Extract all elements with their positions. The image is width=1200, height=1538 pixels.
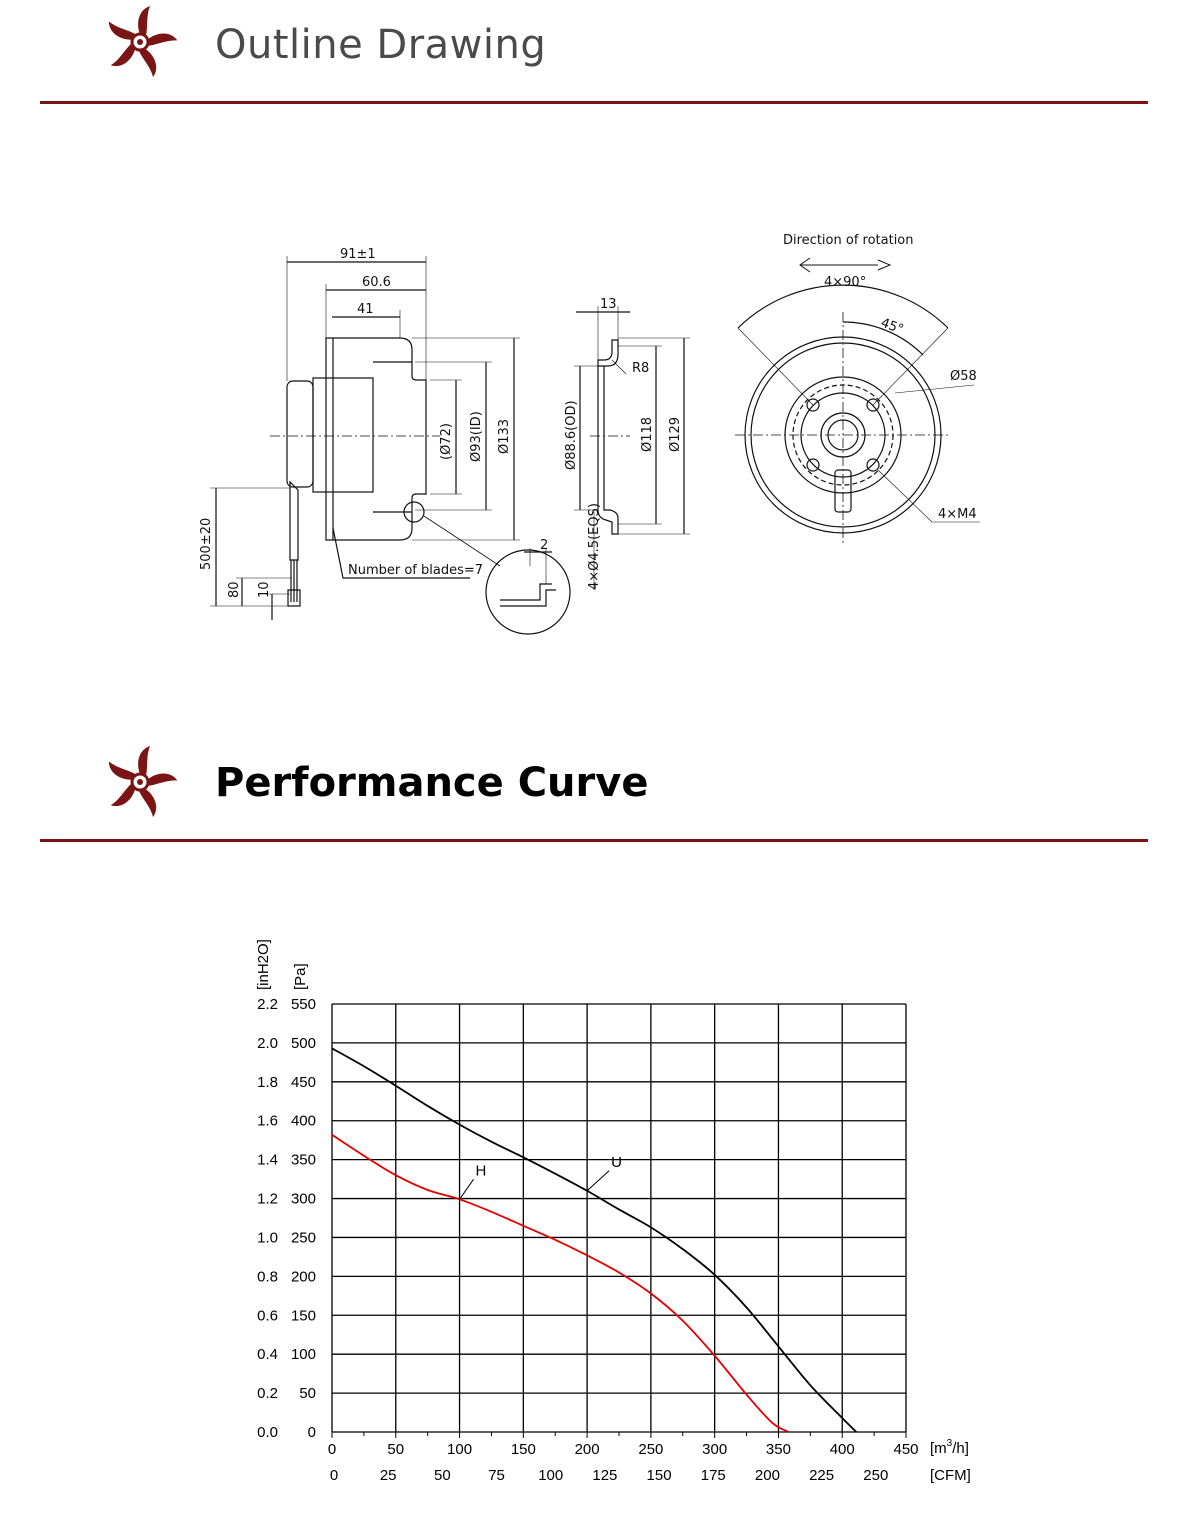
chart-series: UH (331, 1047, 857, 1433)
x-tick-label-cfm: 25 (380, 1467, 397, 1484)
fan-logo-icon (108, 746, 178, 818)
dim-41: 41 (357, 302, 374, 317)
y-tick-label-inh2o: 0.6 (257, 1307, 278, 1324)
x-tick-label-cfm: 100 (538, 1467, 563, 1484)
y-tick-label-pa: 100 (291, 1346, 316, 1363)
performance-divider (40, 839, 1148, 842)
dim-d133: Ø133 (497, 419, 512, 454)
blades-label: Number of blades=7 (348, 563, 483, 578)
x-tick-label-m3h: 300 (702, 1441, 727, 1458)
y-tick-label-inh2o: 0.2 (257, 1385, 278, 1402)
y-tick-label-inh2o: 2.2 (257, 996, 278, 1013)
screws-label: 4×M4 (938, 507, 977, 522)
x-tick-label-m3h: 400 (830, 1441, 855, 1458)
dim-d72: (Ø72) (439, 423, 454, 460)
x-tick-label-m3h: 450 (893, 1441, 918, 1458)
angle-45: 45° (879, 316, 906, 338)
y-tick-label-pa: 450 (291, 1074, 316, 1091)
y-tick-label-pa: 400 (291, 1113, 316, 1130)
performance-title: Performance Curve (215, 760, 649, 806)
series-line-h (331, 1133, 790, 1433)
x-tick-label-m3h: 150 (511, 1441, 536, 1458)
dim-91: 91±1 (340, 247, 376, 262)
x-unit-m3h: [m3/h] (930, 1438, 969, 1457)
dim-d118: Ø118 (640, 417, 655, 452)
chart-grid (331, 1003, 907, 1433)
holes-label: 4×Ø4.5(EQS) (587, 503, 602, 590)
x-tick-label-cfm: 200 (755, 1467, 780, 1484)
y-tick-label-inh2o: 0.0 (257, 1424, 278, 1441)
rotation-label: Direction of rotation (783, 233, 914, 248)
dim-d93: Ø93(ID) (469, 411, 484, 462)
y-tick-label-inh2o: 1.0 (257, 1229, 278, 1246)
y-tick-label-pa: 350 (291, 1152, 316, 1169)
x-tick-label-cfm: 125 (592, 1467, 617, 1484)
x-tick-label-cfm: 175 (701, 1467, 726, 1484)
y-tick-label-pa: 500 (291, 1035, 316, 1052)
y-tick-label-pa: 200 (291, 1268, 316, 1285)
y-tick-label-pa: 50 (299, 1385, 316, 1402)
dim-d88: Ø88.6(OD) (564, 400, 579, 470)
x-tick-label-cfm: 0 (330, 1467, 338, 1484)
outline-title: Outline Drawing (215, 22, 547, 68)
outline-divider (40, 101, 1148, 104)
dim-80: 80 (227, 581, 242, 598)
chart-labels: [inH2O] [Pa] [m3/h] [CFM] (255, 939, 971, 1484)
y-tick-label-inh2o: 1.8 (257, 1074, 278, 1091)
y-tick-label-inh2o: 1.4 (257, 1152, 278, 1169)
dim-10: 10 (257, 581, 272, 598)
outline-drawing: 91±1 60.6 41 (Ø72) Ø93(ID) Ø133 13 R8 Ø8… (199, 233, 980, 635)
annotation-leader (459, 1179, 474, 1200)
x-tick-label-cfm: 225 (809, 1467, 834, 1484)
dim-r8: R8 (632, 361, 649, 376)
y-tick-label-inh2o: 0.8 (257, 1268, 278, 1285)
y-tick-label-inh2o: 1.2 (257, 1191, 278, 1208)
annotation-label-u: U (611, 1154, 622, 1171)
dim-d58: Ø58 (950, 369, 977, 384)
y-tick-label-inh2o: 0.4 (257, 1346, 278, 1363)
y-tick-label-pa: 0 (308, 1424, 316, 1441)
dim-60-6: 60.6 (362, 275, 391, 290)
fan-logo-icon (108, 6, 178, 78)
y-tick-label-inh2o: 2.0 (257, 1035, 278, 1052)
x-tick-label-m3h: 350 (766, 1441, 791, 1458)
x-tick-label-m3h: 0 (328, 1441, 336, 1458)
angle-4x90: 4×90° (824, 275, 866, 290)
dim-2: 2 (540, 538, 548, 553)
performance-header (0, 740, 1200, 850)
x-tick-label-cfm: 150 (647, 1467, 672, 1484)
x-tick-label-m3h: 200 (575, 1441, 600, 1458)
y-tick-label-inh2o: 1.6 (257, 1113, 278, 1130)
y-unit-pa: [Pa] (292, 963, 309, 990)
x-unit-cfm: [CFM] (930, 1467, 971, 1484)
y-tick-label-pa: 300 (291, 1191, 316, 1208)
y-tick-label-pa: 250 (291, 1229, 316, 1246)
outline-header (0, 0, 1200, 110)
x-tick-label-cfm: 50 (434, 1467, 451, 1484)
dim-13: 13 (600, 297, 617, 312)
dim-d129: Ø129 (668, 417, 683, 452)
annotation-leader (586, 1170, 610, 1192)
annotation-label-h: H (476, 1162, 487, 1179)
series-line-u (331, 1047, 857, 1433)
y-tick-label-pa: 150 (291, 1307, 316, 1324)
x-tick-label-cfm: 250 (863, 1467, 888, 1484)
y-tick-label-pa: 550 (291, 996, 316, 1013)
y-unit-inh2o: [inH2O] (255, 939, 272, 990)
x-tick-label-m3h: 100 (447, 1441, 472, 1458)
dim-500: 500±20 (199, 518, 214, 570)
x-tick-label-m3h: 50 (387, 1441, 404, 1458)
x-tick-label-cfm: 75 (488, 1467, 505, 1484)
x-tick-label-m3h: 250 (638, 1441, 663, 1458)
